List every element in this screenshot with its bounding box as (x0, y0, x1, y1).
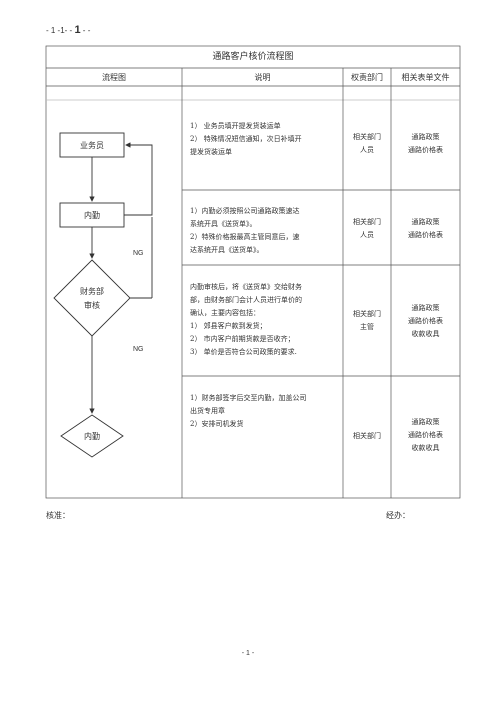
row-3-description: 内勤审核后，将《送货单》交给财务 部，由财务部门会计人员进行单价的 确认，主要内… (190, 281, 340, 359)
row-2-form-line: 通路政策 (411, 218, 440, 226)
row-4-dept-line: 相关部门 (353, 432, 381, 440)
row-1-desc-line: 1） 业务员填开提发货装运单 (190, 122, 281, 130)
row-2-desc-line: 1）内勤必须按照公司通路政策速达 (190, 207, 300, 215)
row-3-forms: 通路政策 通路价格表 收款收具 (391, 302, 460, 341)
row-2-dept-line: 相关部门 (353, 218, 381, 226)
row-1-form-line: 通路价格表 (408, 146, 443, 154)
column-header-description: 说明 (254, 72, 271, 82)
row-2-department: 相关部门 人员 (343, 216, 391, 242)
row-1-desc-line: 2） 特殊情况短信通知，次日补填开 (190, 135, 302, 143)
row-1-desc-line: 提发货装运单 (190, 148, 232, 156)
row-3-desc-line: 确认，主要内容包括： (190, 309, 260, 317)
row-1-dept-line: 人员 (360, 146, 374, 154)
row-3-desc-line: 3） 单价是否符合公司政策的要求. (190, 348, 297, 356)
row-3-department: 相关部门 主管 (343, 308, 391, 334)
row-3-desc-line: 2） 市内客户前期货款是否收齐； (190, 335, 295, 343)
row-4-form-line: 通路政策 (411, 418, 440, 426)
row-2-dept-line: 人员 (360, 231, 374, 239)
row-4-description: 1）财务部签字后交至内勤，加盖公司 出货专用章 2）安排司机发货 (190, 392, 340, 431)
handler-label: 经办： (386, 511, 410, 520)
row-3-form-line: 收款收具 (411, 330, 440, 338)
flow-node-clerk-label: 内勤 (84, 210, 100, 220)
row-2-desc-line: 2）特殊价格报最高主管同意后，速 (190, 233, 300, 241)
row-2-forms: 通路政策 通路价格表 (391, 216, 460, 242)
row-1-description: 1） 业务员填开提发货装运单 2） 特殊情况短信通知，次日补填开 提发货装运单 (190, 120, 340, 159)
row-4-desc-line: 出货专用章 (190, 407, 225, 415)
table-title: 通路客户核价流程图 (212, 51, 294, 62)
row-4-desc-line: 2）安排司机发货 (190, 420, 244, 428)
flow-node-clerk-final-label: 内勤 (84, 431, 100, 441)
row-2-desc-line: 达系统开具《送货单》。 (190, 246, 264, 254)
row-2-description: 1）内勤必须按照公司通路政策速达 系统开具《送货单》。 2）特殊价格报最高主管同… (190, 205, 340, 257)
row-3-desc-line: 1） 郊县客户款到发货； (190, 322, 267, 330)
ng-label-2: NG (133, 346, 144, 353)
row-1-dept-line: 相关部门 (353, 133, 381, 141)
flow-node-clerk-final (60, 414, 124, 458)
ng-label-1: NG (133, 250, 144, 257)
row-4-forms: 通路政策 通路价格表 收款收具 (391, 416, 460, 455)
row-2-desc-line: 系统开具《送货单》。 (190, 220, 257, 228)
flow-node-finance-label-1: 财务部 (80, 286, 104, 296)
flow-node-clerk (59, 202, 125, 228)
approve-label: 核准： (46, 511, 70, 520)
flow-node-salesperson-label: 业务员 (80, 140, 104, 150)
column-header-forms: 相关表单文件 (401, 72, 450, 82)
row-4-department: 相关部门 (343, 430, 391, 443)
column-header-flowchart: 流程图 (102, 72, 126, 82)
row-3-dept-line: 相关部门 (353, 310, 381, 318)
row-3-desc-line: 内勤审核后，将《送货单》交给财务 (190, 283, 302, 291)
row-4-form-line: 通路价格表 (408, 431, 443, 439)
row-3-form-line: 通路价格表 (408, 317, 443, 325)
page-header-mark: - 1 -1- - 1 - - (46, 24, 91, 36)
row-1-form-line: 通路政策 (411, 133, 440, 141)
row-4-desc-line: 1）财务部签字后交至内勤，加盖公司 (190, 394, 307, 402)
row-3-desc-line: 部，由财务部门会计人员进行单价的 (190, 296, 302, 304)
flow-node-finance-label-2: 审核 (84, 300, 100, 310)
page-number: - 1 - (241, 650, 255, 657)
row-2-form-line: 通路价格表 (408, 231, 443, 239)
column-header-department: 权责部门 (351, 72, 383, 82)
row-4-form-line: 收款收具 (411, 444, 440, 452)
row-3-form-line: 通路政策 (411, 304, 440, 312)
row-3-dept-line: 主管 (360, 323, 374, 331)
row-1-forms: 通路政策 通路价格表 (391, 131, 460, 157)
flow-node-salesperson (59, 132, 125, 158)
row-1-department: 相关部门 人员 (343, 131, 391, 157)
